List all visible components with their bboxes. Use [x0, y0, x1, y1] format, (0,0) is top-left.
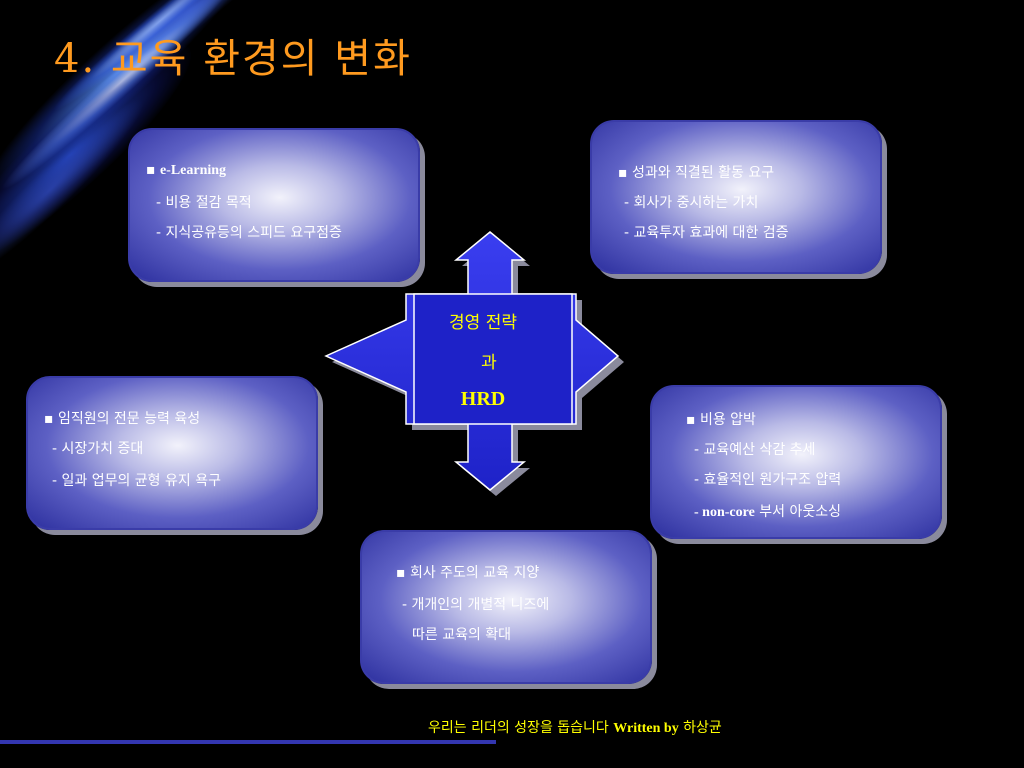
box-cost-item: - 교육예산 삭감 추세 — [694, 442, 816, 458]
bullet-icon: ▪ — [686, 412, 700, 428]
center-line-2: 과 — [481, 353, 497, 373]
box-talent-heading-line: ▪ 임직원의 전문 능력 육성 — [44, 408, 200, 428]
box-e-learning-heading: e-Learning — [159, 163, 227, 178]
box-company-led-item: - 개개인의 개별적 니즈에 — [402, 597, 550, 613]
center-line-1: 경영 전략 — [449, 313, 517, 333]
box-company-led-heading: 회사 주도의 교육 지양 — [409, 565, 540, 581]
box-e-learning: ▪ e-Learning - 비용 절감 목적 - 지식공유등의 스피드 요구점… — [128, 128, 420, 282]
bullet-icon: ▪ — [618, 165, 632, 181]
box-performance: ▪ 성과와 직결된 활동 요구 - 회사가 중시하는 가치 - 교육투자 효과에… — [590, 120, 882, 274]
footer-written-by: Written by — [613, 721, 679, 736]
bullet-icon: ▪ — [44, 411, 58, 427]
box-performance-heading: 성과와 직결된 활동 요구 — [631, 165, 775, 181]
footer-author: 하상균 — [678, 720, 722, 736]
slide-title: 4. 교육 환경의 변화 — [54, 36, 412, 82]
box-talent-heading: 임직원의 전문 능력 육성 — [57, 411, 201, 427]
box-e-learning-item: - 비용 절감 목적 — [156, 195, 252, 211]
footer-text: 우리는 리더의 성장을 돕습니다 — [428, 720, 614, 736]
box-e-learning-heading-line: ▪ e-Learning — [146, 162, 226, 179]
box-cost-heading: 비용 압박 — [699, 412, 756, 428]
box-talent-item: - 시장가치 증대 — [52, 441, 144, 457]
box-company-led: ▪ 회사 주도의 교육 지양 - 개개인의 개별적 니즈에 따른 교육의 확대 — [360, 530, 652, 684]
box-e-learning-item: - 지식공유등의 스피드 요구점증 — [156, 225, 342, 241]
box-talent-item: - 일과 업무의 균형 유지 욕구 — [52, 473, 221, 489]
box-cost-item-outsourcing: - non-core 부서 아웃소싱 — [694, 501, 841, 521]
footer-divider — [0, 740, 496, 744]
box-cost-heading-line: ▪ 비용 압박 — [686, 409, 756, 429]
footer: 우리는 리더의 성장을 돕습니다 Written by 하상균 — [428, 717, 722, 737]
box-cost-item-rest: 부서 아웃소싱 — [754, 504, 841, 520]
four-way-arrow — [324, 231, 624, 496]
box-talent: ▪ 임직원의 전문 능력 육성 - 시장가치 증대 - 일과 업무의 균형 유지… — [26, 376, 318, 530]
box-company-led-heading-line: ▪ 회사 주도의 교육 지양 — [396, 562, 539, 582]
box-performance-item: - 회사가 중시하는 가치 — [624, 195, 759, 211]
bullet-icon: ▪ — [146, 162, 160, 178]
box-cost-item-prefix: - non-core — [694, 505, 755, 520]
box-performance-item: - 교육투자 효과에 대한 검증 — [624, 225, 789, 241]
box-cost: ▪ 비용 압박 - 교육예산 삭감 추세 - 효율적인 원가구조 압력 - no… — [650, 385, 942, 539]
center-line-3: HRD — [460, 388, 506, 410]
box-cost-item: - 효율적인 원가구조 압력 — [694, 472, 842, 488]
bullet-icon: ▪ — [396, 565, 410, 581]
box-performance-heading-line: ▪ 성과와 직결된 활동 요구 — [618, 162, 774, 182]
box-company-led-item: 따른 교육의 확대 — [412, 627, 512, 643]
